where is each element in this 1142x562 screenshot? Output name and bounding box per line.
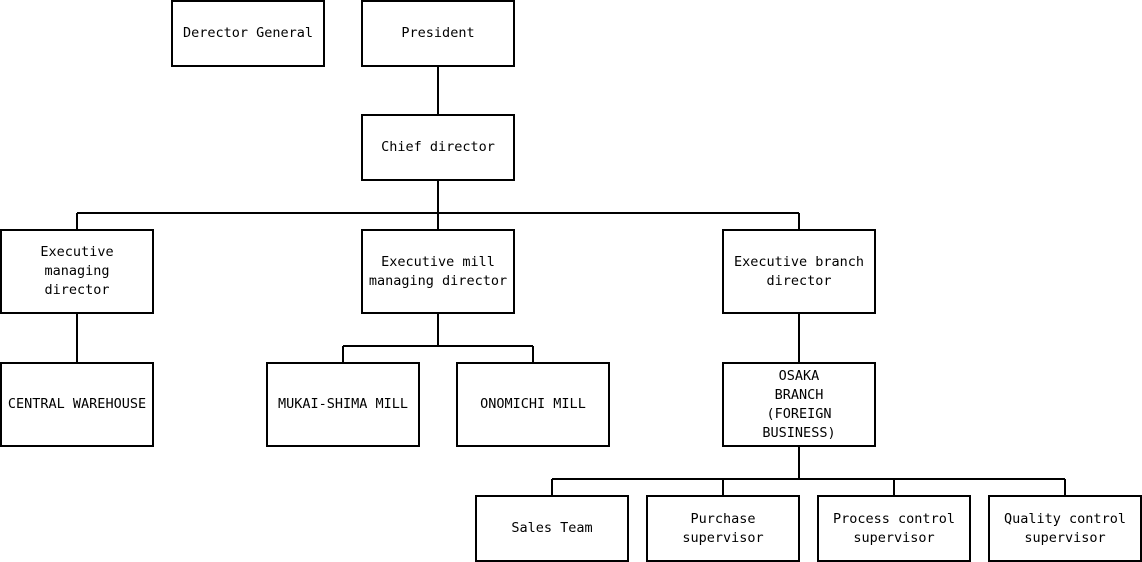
node-central-warehouse: CENTRAL WAREHOUSE bbox=[0, 362, 154, 447]
node-executive-managing-director: Executive managing director bbox=[0, 229, 154, 314]
node-mukai-shima-mill: MUKAI-SHIMA MILL bbox=[266, 362, 420, 447]
node-osaka-branch: OSAKA BRANCH (FOREIGN BUSINESS) bbox=[722, 362, 876, 447]
node-president: President bbox=[361, 0, 515, 67]
node-chief-director: Chief director bbox=[361, 114, 515, 181]
node-director-general: Derector General bbox=[171, 0, 325, 67]
node-executive-branch-director: Executive branch director bbox=[722, 229, 876, 314]
node-purchase-supervisor: Purchase supervisor bbox=[646, 495, 800, 562]
node-process-control-supervisor: Process control supervisor bbox=[817, 495, 971, 562]
node-onomichi-mill: ONOMICHI MILL bbox=[456, 362, 610, 447]
node-executive-mill-managing-director: Executive mill managing director bbox=[361, 229, 515, 314]
node-sales-team: Sales Team bbox=[475, 495, 629, 562]
node-quality-control-supervisor: Quality control supervisor bbox=[988, 495, 1142, 562]
